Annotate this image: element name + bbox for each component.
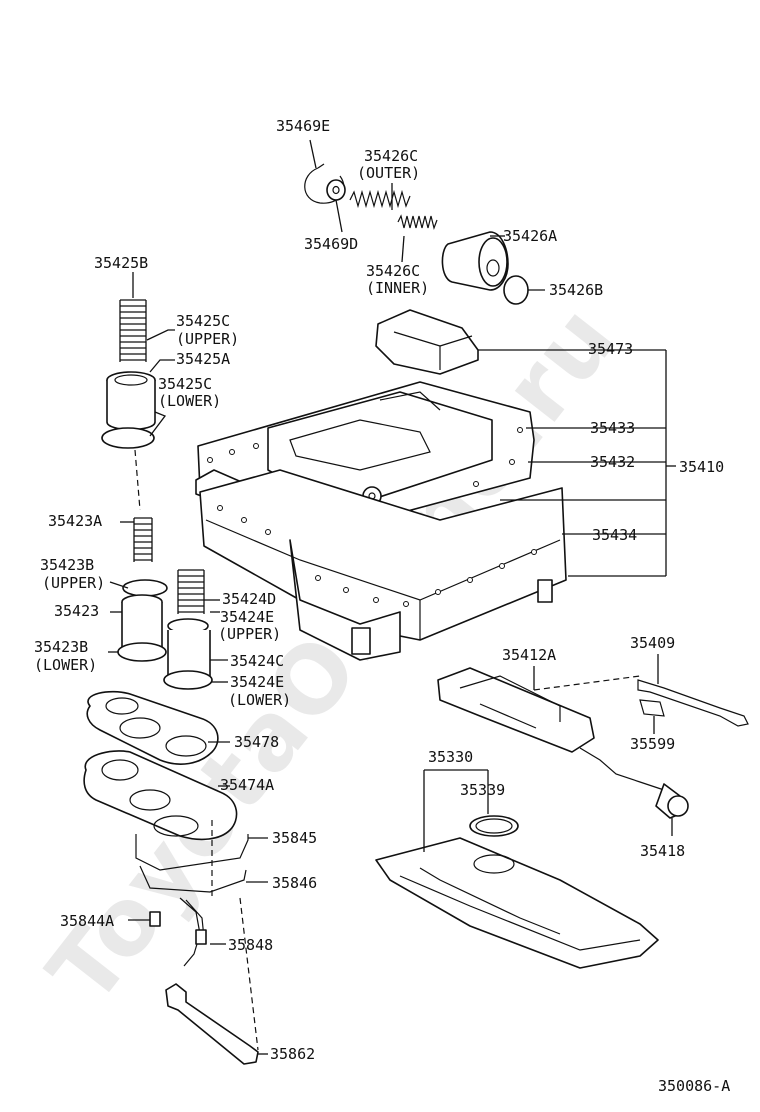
label-35426c-inner-note: (INNER) (366, 279, 429, 297)
label-35424e-lower: 35424E (230, 673, 284, 691)
label-35424e-lower-note: (LOWER) (228, 691, 291, 709)
label-35409: 35409 (630, 634, 675, 652)
tubes-35845-35846 (135, 834, 268, 893)
label-35423b-upper-note: (UPPER) (42, 574, 105, 592)
label-35330: 35330 (428, 748, 473, 766)
lower-body-35434 (199, 469, 666, 661)
valve-35418 (579, 747, 689, 836)
spring-outer-35426c (349, 183, 411, 210)
label-35433: 35433 (590, 419, 635, 437)
label-35423: 35423 (54, 602, 99, 620)
label-35425b: 35425B (94, 254, 148, 272)
label-35423b-lower-note: (LOWER) (34, 656, 97, 674)
label-35425a: 35425A (176, 350, 230, 368)
part-labels: 35469E 35426C (OUTER) 35469D 35426C (INN… (34, 117, 730, 1095)
spring-35423a (120, 517, 153, 562)
lower-holes (217, 505, 537, 607)
label-35469d: 35469D (304, 235, 358, 253)
bracket-lines-35410 (500, 350, 676, 577)
label-35423b-upper: 35423B (40, 556, 94, 574)
label-35434: 35434 (592, 526, 637, 544)
label-35339: 35339 (460, 781, 505, 799)
spring-35424d (177, 569, 220, 614)
label-35474a: 35474A (220, 776, 274, 794)
label-35846: 35846 (272, 874, 317, 892)
spring-35425b (119, 272, 147, 362)
bracket-35862 (165, 983, 268, 1065)
oil-pan-35330 (375, 769, 659, 969)
plate-35599 (639, 699, 665, 734)
bracket-35848 (128, 897, 226, 967)
label-35424c: 35424C (230, 652, 284, 670)
label-35425c-upper: 35425C (176, 312, 230, 330)
sleeve-35423 (108, 579, 168, 662)
diagram-id: 350086-A (658, 1077, 730, 1095)
spring-inner-35426c (397, 214, 438, 263)
label-35599: 35599 (630, 735, 675, 753)
label-35432: 35432 (590, 453, 635, 471)
cover-plate-35474a (83, 750, 238, 841)
label-35418: 35418 (640, 842, 685, 860)
sleeve-35425a (101, 329, 175, 449)
lever-35409 (637, 654, 749, 727)
label-35478: 35478 (234, 733, 279, 751)
cover-35473 (375, 309, 666, 375)
label-35426b: 35426B (549, 281, 603, 299)
label-35410: 35410 (679, 458, 724, 476)
label-35425c-upper-note: (UPPER) (176, 330, 239, 348)
label-35423b-lower: 35423B (34, 638, 88, 656)
label-35845: 35845 (272, 829, 317, 847)
label-35424e-upper: 35424E (220, 608, 274, 626)
label-35412a: 35412A (502, 646, 556, 664)
label-35848: 35848 (228, 936, 273, 954)
label-35469e: 35469E (276, 117, 330, 135)
valve-35426a (441, 231, 509, 291)
label-35844a: 35844A (60, 912, 114, 930)
label-35426c-outer-note: (OUTER) (357, 164, 420, 182)
label-35862: 35862 (270, 1045, 315, 1063)
washer-35469d (326, 179, 346, 233)
label-35424d: 35424D (222, 590, 276, 608)
label-35423a: 35423A (48, 512, 102, 530)
gasket-35339 (469, 770, 519, 837)
label-35424e-upper-note: (UPPER) (218, 625, 281, 643)
plug-35426b (503, 275, 545, 305)
label-35426c-inner: 35426C (366, 262, 420, 280)
label-35425c-lower: 35425C (158, 375, 212, 393)
centerline-left (134, 449, 141, 511)
body-holes (207, 427, 523, 487)
detent-35412a (437, 666, 595, 753)
sleeve-35424c (163, 611, 228, 690)
gasket-35478 (86, 690, 230, 765)
label-35473: 35473 (588, 340, 633, 358)
label-35426c-outer: 35426C (364, 147, 418, 165)
label-35426a: 35426A (503, 227, 557, 245)
label-35425c-lower-note: (LOWER) (158, 392, 221, 410)
centerline-bracket (239, 897, 259, 1051)
centerline-detent (533, 675, 641, 691)
